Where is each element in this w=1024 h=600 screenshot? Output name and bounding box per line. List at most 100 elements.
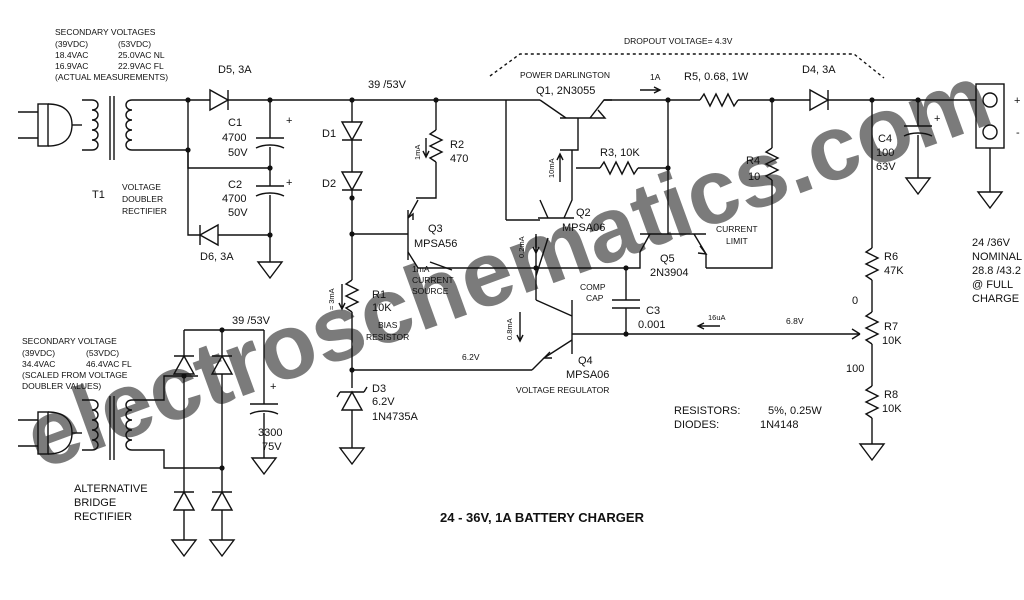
svg-text:+: + [286, 177, 292, 189]
svg-text:SECONDARY VOLTAGES: SECONDARY VOLTAGES [55, 27, 156, 37]
resistor-r1-icon [344, 279, 360, 313]
q4-part: MPSA06 [566, 369, 609, 381]
svg-text:28.8 /43.2: 28.8 /43.2 [972, 265, 1021, 277]
resistor-r5-icon [699, 92, 739, 108]
ground-icon [904, 177, 932, 196]
r4-name: R4 [746, 155, 760, 167]
d2-label: D2 [322, 178, 336, 190]
mains-plug-bottom-icon [18, 411, 82, 455]
c3-name: C3 [646, 305, 660, 317]
svg-text:(53VDC): (53VDC) [86, 348, 119, 358]
capacitor-c3-icon [612, 299, 640, 309]
svg-text:+: + [1014, 95, 1020, 107]
diode-d6-icon [198, 223, 219, 247]
d3-name: D3 [372, 383, 386, 395]
ground-icon [976, 191, 1004, 210]
svg-text:(39VDC): (39VDC) [55, 39, 88, 49]
ground-icon [256, 261, 284, 280]
c2-name: C2 [228, 179, 242, 191]
svg-text:-: - [1016, 127, 1020, 139]
svg-text:(53VDC): (53VDC) [118, 39, 151, 49]
svg-text:BRIDGE: BRIDGE [74, 497, 116, 509]
voltage-regulator-label: VOLTAGE REGULATOR [516, 385, 609, 395]
r3-label: R3, 10K [600, 147, 640, 159]
q1-label: Q1, 2N3055 [536, 85, 595, 97]
svg-text:CAP: CAP [586, 293, 604, 303]
bridge-diode-icon [210, 490, 234, 511]
q4-name: Q4 [578, 355, 593, 367]
diode-d2-icon [340, 171, 364, 192]
ground-icon [338, 447, 366, 466]
svg-text:24 /36V: 24 /36V [972, 237, 1011, 249]
r8-value: 10K [882, 403, 902, 415]
ground-icon [170, 539, 198, 558]
svg-text:22.9VAC FL: 22.9VAC FL [118, 61, 164, 71]
diagram-title: 24 - 36V, 1A BATTERY CHARGER [440, 510, 645, 525]
svg-text:SOURCE: SOURCE [412, 286, 449, 296]
feedback-voltage-label: 6.8V [786, 316, 804, 326]
current-16ua-label: 16uA [708, 313, 726, 322]
c2-rating: 50V [228, 207, 248, 219]
pot-zero-label: 0 [852, 295, 858, 307]
zener-voltage-label: 6.2V [462, 352, 480, 362]
c4-rating: 63V [876, 161, 896, 173]
dropout-label: DROPOUT VOLTAGE= 4.3V [624, 36, 733, 46]
capacitor-c4-icon [903, 125, 933, 137]
bridge-rail-voltage-label: 39 /53V [232, 315, 271, 327]
svg-text:VOLTAGE: VOLTAGE [122, 182, 161, 192]
resistor-r8-icon [864, 385, 880, 419]
svg-text:34.4VAC: 34.4VAC [22, 359, 55, 369]
zener-d3-icon [336, 386, 368, 411]
voltage-doubler-note: VOLTAGE DOUBLER RECTIFIER [122, 182, 167, 216]
d3-volts: 6.2V [372, 396, 395, 408]
svg-text:16.9VAC: 16.9VAC [55, 61, 88, 71]
resistor-r4-icon [764, 147, 780, 181]
svg-text:1mA: 1mA [412, 264, 430, 274]
svg-text:(39VDC): (39VDC) [22, 348, 55, 358]
nominal-output-note: 24 /36V NOMINAL 28.8 /43.2 @ FULL CHARGE [972, 237, 1022, 305]
svg-text:1N4148: 1N4148 [760, 419, 799, 431]
svg-text:COMP: COMP [580, 282, 606, 292]
r6-name: R6 [884, 251, 898, 263]
bridge-cap-value: 3300 [258, 427, 282, 439]
r7-value: 10K [882, 335, 902, 347]
current-1a-label: 1A [650, 72, 661, 82]
secondary-voltage-note: SECONDARY VOLTAGE (39VDC) (53VDC) 34.4VA… [22, 336, 132, 391]
c1-name: C1 [228, 117, 242, 129]
svg-text:0.2mA: 0.2mA [517, 236, 526, 258]
c4-value: 100 [876, 147, 894, 159]
r8-name: R8 [884, 389, 898, 401]
transistor-q3-icon [407, 199, 419, 269]
capacitor-c1-icon [255, 137, 285, 149]
d4-label: D4, 3A [802, 64, 836, 76]
bridge-capacitor-icon [249, 403, 279, 415]
d5-label: D5, 3A [218, 64, 252, 76]
resistor-r6-icon [864, 247, 880, 281]
svg-text:SECONDARY VOLTAGE: SECONDARY VOLTAGE [22, 336, 117, 346]
svg-text:(SCALED FROM VOLTAGE: (SCALED FROM VOLTAGE [22, 370, 128, 380]
transformer-bridge-icon [82, 375, 222, 469]
r7-name: R7 [884, 321, 898, 333]
resistor-r7-icon [864, 311, 880, 345]
q2-part: MPSA06 [562, 222, 605, 234]
svg-text:+: + [270, 381, 276, 393]
t1-label: T1 [92, 189, 105, 201]
q5-part: 2N3904 [650, 267, 689, 279]
d6-label: D6, 3A [200, 251, 234, 263]
svg-text:CURRENT: CURRENT [412, 275, 454, 285]
q2-name: Q2 [576, 207, 591, 219]
svg-text:DOUBLER: DOUBLER [122, 194, 163, 204]
svg-text:25.0VAC NL: 25.0VAC NL [118, 50, 165, 60]
c1-value: 4700 [222, 132, 246, 144]
svg-text:LIMIT: LIMIT [726, 236, 748, 246]
r1-value: 10K [372, 302, 392, 314]
secondary-voltages-note: SECONDARY VOLTAGES (39VDC) (53VDC) 18.4V… [55, 27, 168, 82]
rail-voltage-label: 39 /53V [368, 79, 407, 91]
d1-label: D1 [322, 128, 336, 140]
r1-name: R1 [372, 289, 386, 301]
svg-text:1mA: 1mA [413, 145, 422, 160]
diode-d1-icon [340, 121, 364, 142]
svg-text:CURRENT: CURRENT [716, 224, 758, 234]
bridge-diode-icon [172, 490, 196, 511]
